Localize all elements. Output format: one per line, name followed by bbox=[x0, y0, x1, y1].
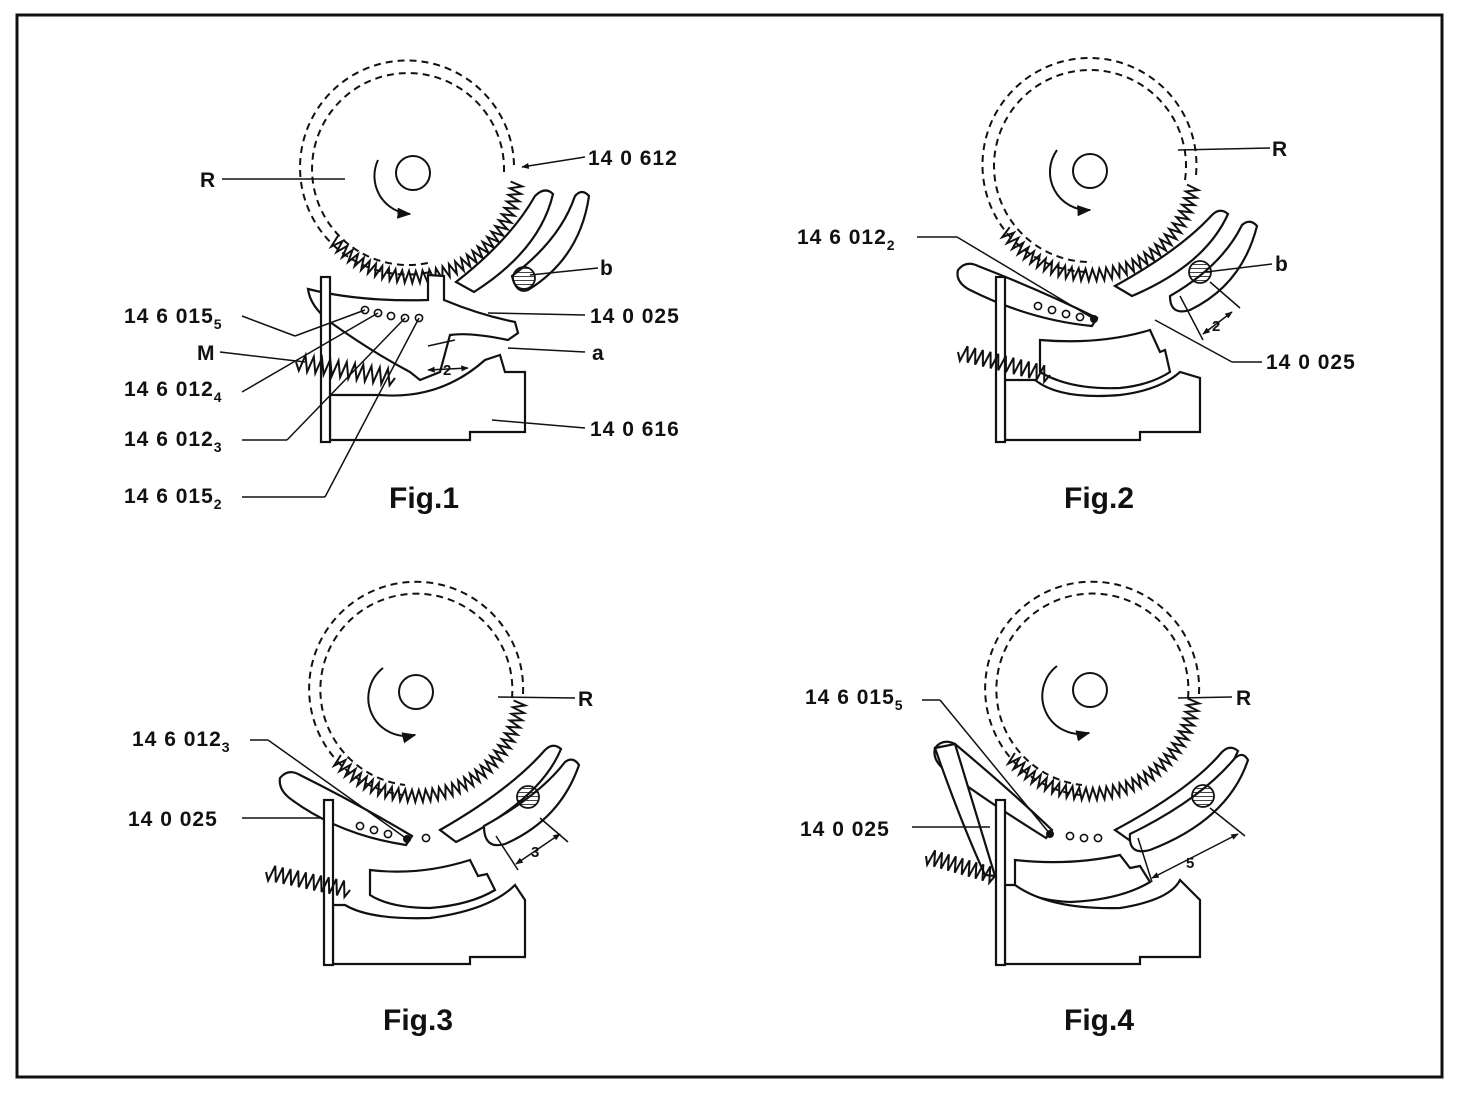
spring-arm-b bbox=[510, 190, 591, 292]
ratchet-wheel-R bbox=[299, 59, 526, 287]
gear-dashed-outline-inner bbox=[319, 592, 514, 786]
label-14-0-025: 14 0 025 bbox=[1266, 351, 1356, 374]
tension-spring bbox=[957, 345, 1051, 385]
label-14-0-025: 14 0 025 bbox=[590, 305, 680, 328]
detent-holes bbox=[360, 305, 424, 323]
figure-2: 2 R 14 6 0122 b 14 0 025 Fig.2 bbox=[797, 57, 1356, 515]
label-14-0-616: 14 0 616 bbox=[590, 418, 680, 441]
dimension-2: 2 bbox=[1179, 281, 1241, 341]
label-14-6-012-4: 14 6 0124 bbox=[124, 378, 223, 405]
lever-14-0-025 bbox=[1038, 328, 1172, 390]
base-housing bbox=[1003, 370, 1202, 442]
label-14-6-015-2: 14 6 0152 bbox=[124, 485, 223, 512]
sheet-border bbox=[15, 13, 1444, 1079]
label-14-0-612: 14 0 612 bbox=[588, 147, 678, 170]
label-R: R bbox=[578, 688, 594, 711]
dimension-5: 5 bbox=[1137, 807, 1246, 883]
label-14-6-012-3: 14 6 0123 bbox=[132, 728, 231, 755]
rotation-arrow bbox=[1048, 149, 1092, 217]
rotation-arrow bbox=[367, 667, 417, 744]
figure-1: 2 R 14 0 612 b 14 0 025 a 14 0 616 14 6 … bbox=[124, 59, 680, 515]
label-14-6-015-5: 14 6 0155 bbox=[124, 305, 223, 332]
label-R: R bbox=[1236, 687, 1252, 710]
label-a: a bbox=[592, 342, 605, 365]
gear-dashed-outline bbox=[981, 57, 1198, 274]
figure-4: 5 R 14 6 0155 14 0 025 Fig.4 bbox=[800, 580, 1252, 1037]
label-b: b bbox=[1275, 253, 1289, 276]
base-housing bbox=[1003, 878, 1202, 966]
gear-dashed-outline-inner bbox=[311, 72, 506, 267]
spring-arm bbox=[1128, 753, 1250, 853]
dimension-3: 3 bbox=[495, 817, 569, 871]
gear-teeth bbox=[999, 183, 1202, 285]
wheel-hub bbox=[1072, 153, 1108, 189]
gear-dashed-outline bbox=[984, 580, 1201, 796]
gear-dashed-outline-inner bbox=[995, 592, 1190, 786]
stop-post bbox=[994, 798, 1007, 967]
tension-spring bbox=[925, 849, 996, 886]
wheel-hub bbox=[395, 155, 431, 191]
dimension-value: 5 bbox=[1186, 855, 1194, 872]
figure-caption: Fig.1 bbox=[389, 482, 459, 515]
ratchet-wheel-R bbox=[981, 57, 1202, 285]
label-b: b bbox=[600, 257, 614, 280]
rotation-arrow bbox=[373, 159, 412, 219]
gear-dashed-outline-inner bbox=[993, 69, 1187, 264]
pin-b bbox=[512, 266, 536, 290]
wheel-hub bbox=[1072, 672, 1108, 708]
tension-spring bbox=[265, 865, 351, 900]
label-R: R bbox=[1272, 138, 1288, 161]
figure-3: 3 R 14 6 0123 14 0 025 Fig.3 bbox=[128, 580, 594, 1037]
pawl-arm-14-0-612 bbox=[454, 189, 555, 294]
figure-caption: Fig.2 bbox=[1064, 482, 1134, 515]
detent-holes bbox=[1046, 830, 1103, 843]
figure-caption: Fig.3 bbox=[383, 1004, 453, 1037]
dimension-2: 2 bbox=[427, 339, 469, 379]
dimension-value: 2 bbox=[1212, 318, 1220, 335]
rotation-arrow bbox=[1041, 665, 1091, 742]
ratchet-wheel-R bbox=[308, 580, 529, 806]
gear-teeth bbox=[1005, 697, 1203, 804]
base-housing bbox=[328, 353, 527, 442]
label-R: R bbox=[200, 169, 216, 192]
pin bbox=[1191, 784, 1215, 808]
label-14-6-015-5: 14 6 0155 bbox=[805, 686, 904, 713]
label-14-0-025: 14 0 025 bbox=[128, 808, 218, 831]
base-housing bbox=[331, 883, 527, 966]
wheel-hub bbox=[398, 674, 434, 710]
dimension-value: 2 bbox=[443, 362, 451, 379]
ratchet-wheel-R bbox=[984, 580, 1203, 804]
label-14-0-025: 14 0 025 bbox=[800, 818, 890, 841]
lever-14-0-025 bbox=[368, 858, 497, 910]
pin bbox=[516, 785, 540, 809]
spring-arm-b bbox=[1168, 220, 1259, 313]
figure-caption: Fig.4 bbox=[1064, 1004, 1134, 1037]
pawl-arm bbox=[1112, 209, 1230, 298]
dimension-value: 3 bbox=[531, 844, 539, 861]
label-M: M bbox=[197, 342, 216, 365]
label-14-6-012-2: 14 6 0122 bbox=[797, 226, 896, 253]
gear-teeth bbox=[328, 180, 526, 287]
label-14-6-012-3: 14 6 0123 bbox=[124, 428, 223, 455]
gear-dashed-outline bbox=[308, 580, 525, 796]
gear-teeth bbox=[331, 699, 529, 806]
detent-holes bbox=[355, 821, 431, 843]
tension-spring-M bbox=[295, 351, 396, 388]
